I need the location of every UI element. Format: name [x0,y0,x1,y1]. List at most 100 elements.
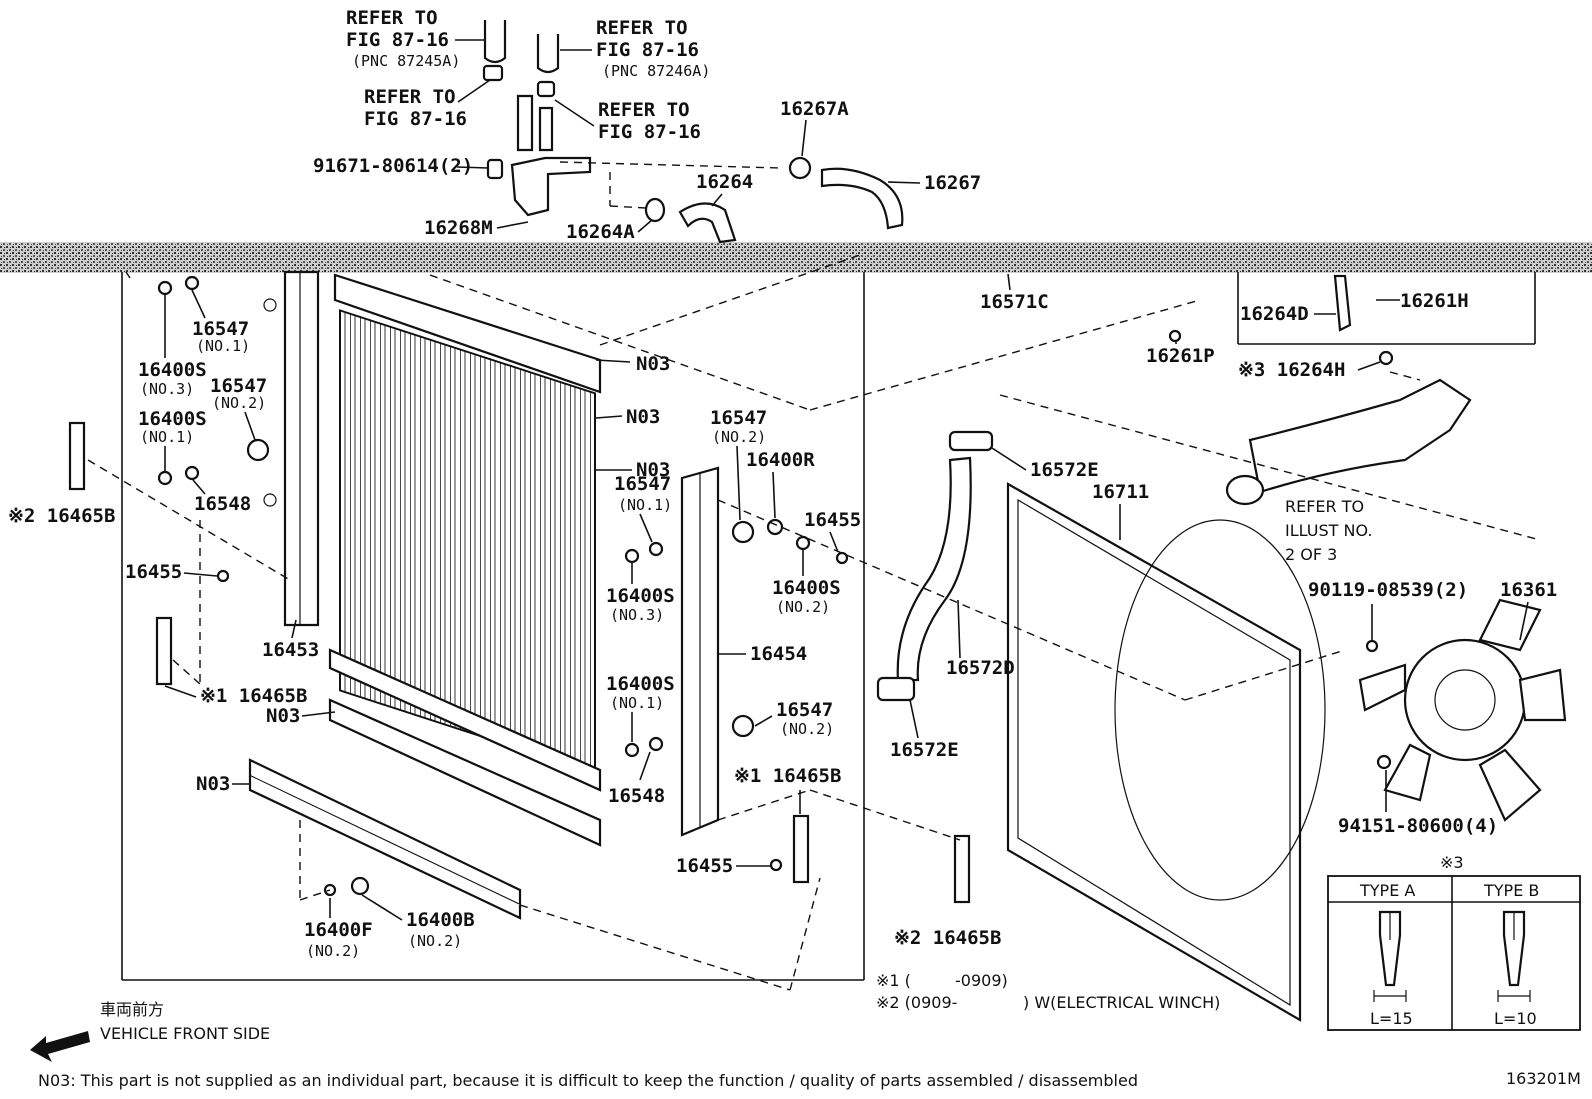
part-label: 16400R [746,449,815,471]
part-label: 16547 [614,473,671,495]
refer-line1: REFER TO [364,86,456,108]
part-sub: (NO.2) [780,720,834,738]
part-label: ※3 16264H [1238,359,1345,381]
refer-line1: REFER TO [1285,497,1364,516]
water-outlet-pipe [1225,378,1472,506]
part-sub: (NO.1) [196,337,250,355]
part-label: N03 [636,459,670,481]
part-label: 16400S [606,585,675,607]
part-label: 16547 [710,407,767,429]
part-label: N03 [626,406,660,428]
reference-lines [87,254,1541,991]
part-sub: (NO.2) [776,598,830,616]
front-label-jp: 車両前方 [100,1000,164,1019]
part-label: N03 [266,705,300,727]
part-sub: (NO.1) [618,496,672,514]
part-label: 16548 [194,493,251,515]
applicability-notes: ※1 ( -0909) ※2 (0909- ) W(ELECTRICAL WIN… [876,971,1220,1012]
refer-line3: (PNC 87245A) [352,52,460,70]
refer-label-mid-left: REFER TO FIG 87-16 [364,79,491,130]
part-label: 16547 [776,699,833,721]
type-a-header: TYPE A [1359,881,1415,900]
refer-label-top-left: REFER TO FIG 87-16 (PNC 87245A) [346,7,484,70]
part-label: 16267 [924,172,981,194]
note-2-value: ) W(ELECTRICAL WINCH) [1023,993,1220,1012]
type-a-length: L=15 [1370,1009,1413,1028]
part-sub: (NO.2) [712,428,766,446]
part-label: 16548 [608,785,665,807]
radiator-core [248,273,602,920]
part-label: 91671-80614(2) [313,155,473,177]
part-label: 16264D [1240,303,1309,325]
part-label: 16400S [138,359,207,381]
refer-label-top-right: REFER TO FIG 87-16 (PNC 87246A) [560,17,710,80]
part-label: ※1 16465B [200,685,307,707]
cooling-fan [1358,598,1567,822]
part-label: 16261H [1400,290,1469,312]
part-label: 16572E [890,739,959,761]
hose-type-table: ※3 TYPE A TYPE B L=15 L=10 [1327,853,1581,1031]
part-label: 16400S [772,577,841,599]
part-label: 16400B [406,909,475,931]
part-sub: (NO.3) [140,380,194,398]
refer-line3: 2 OF 3 [1285,545,1337,564]
part-label: 16455 [804,509,861,531]
front-arrow-icon [30,1031,90,1062]
part-label: ※1 16465B [734,765,841,787]
part-label: 16400F [304,919,373,941]
part-label: 16453 [262,639,319,661]
part-label: 16572D [946,657,1015,679]
refer-label-illust: REFER TO ILLUST NO. 2 OF 3 [1285,497,1372,564]
type-b-length: L=10 [1494,1009,1537,1028]
part-label: 94151-80600(4) [1338,815,1498,837]
refer-line1: REFER TO [596,17,688,39]
footer-note: N03: This part is not supplied as an ind… [38,1071,1138,1090]
note-2-mark: ※2 (0909- [876,993,957,1012]
radiator-box [121,271,865,981]
part-label: N03 [636,353,670,375]
part-sub: (NO.2) [306,942,360,960]
part-label: 16455 [125,561,182,583]
part-label: 16571C [980,291,1049,313]
noise-band [0,242,1592,273]
mount-posts [68,421,971,904]
part-sub: (NO.2) [408,932,462,950]
part-label: 16572E [1030,459,1099,481]
part-label: 16547 [192,318,249,340]
part-label: ※2 16465B [894,927,1001,949]
refer-line1: REFER TO [598,99,690,121]
right-side-bracket [680,466,720,837]
note-1-value: -0909) [955,971,1008,990]
figure-code: 163201M [1506,1069,1581,1088]
part-sub: (NO.1) [610,694,664,712]
part-label: 16400S [606,673,675,695]
part-sub: (NO.2) [212,394,266,412]
part-label: 16264 [696,171,753,193]
refer-line2: FIG 87-16 [598,121,701,143]
part-label: 16267A [780,98,849,120]
part-label: N03 [196,773,230,795]
refer-line2: FIG 87-16 [346,29,449,51]
part-label: 16711 [1092,481,1149,503]
part-label: 16361 [1500,579,1557,601]
fan-shroud [1006,482,1326,1022]
left-side-bracket [263,270,320,627]
part-label: 90119-08539(2) [1308,579,1468,601]
lower-hose [876,430,994,702]
fasteners [157,275,1394,897]
front-label-en: VEHICLE FRONT SIDE [100,1024,270,1043]
part-sub: (NO.1) [140,428,194,446]
part-label: 16261P [1146,345,1215,367]
note-1-mark: ※1 ( [876,971,911,990]
hose-inset-box [1237,272,1536,345]
type-table-mark: ※3 [1440,853,1464,872]
part-label: 16454 [750,643,807,665]
part-label: 16455 [676,855,733,877]
part-label: 16264A [566,221,635,243]
refer-line2: ILLUST NO. [1285,521,1372,540]
refer-line1: REFER TO [346,7,438,29]
refer-line3: (PNC 87246A) [602,62,710,80]
upper-hose-group [482,20,904,244]
part-label: 16268M [424,217,493,239]
